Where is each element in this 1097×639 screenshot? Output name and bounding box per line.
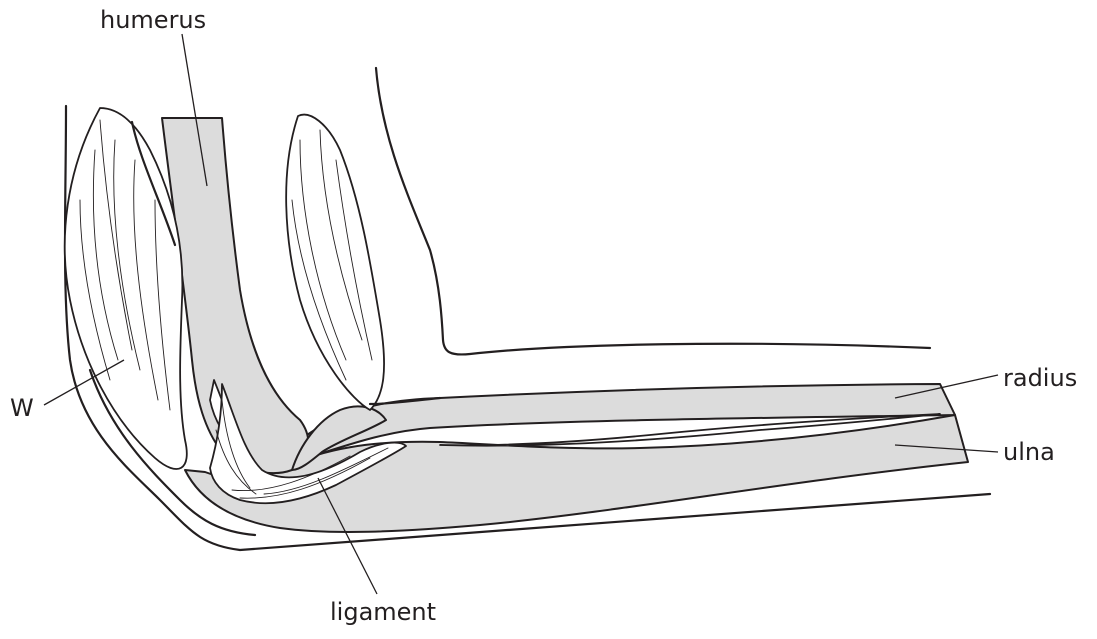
label-w: W [10,394,34,422]
muscle-front [286,115,384,410]
label-humerus: humerus [100,6,206,34]
label-radius: radius [1003,364,1077,392]
label-ulna: ulna [1003,438,1055,466]
label-ligament: ligament [330,598,436,626]
arm-front-outline [376,68,930,354]
